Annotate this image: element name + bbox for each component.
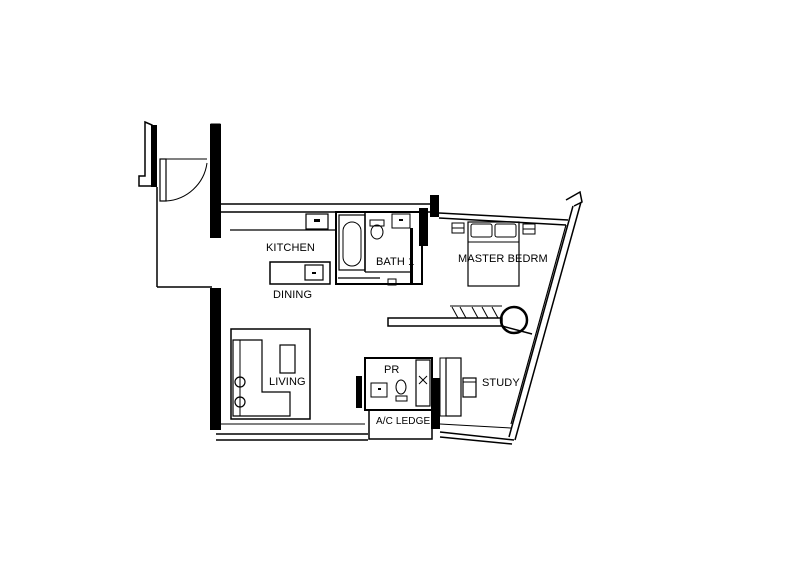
room-label-pr: PR — [384, 364, 399, 376]
room-label-living: LIVING — [269, 376, 306, 388]
room-label-ac-ledge: A/C LEDGE — [376, 416, 430, 427]
study-wall — [431, 378, 440, 429]
room-label-master-bedroom: MASTER BEDRM — [458, 253, 548, 265]
bath-1 — [335, 211, 423, 286]
wardrobe — [387, 305, 503, 327]
kitchen-top-wall — [221, 203, 430, 213]
bath-bedroom-wall — [419, 208, 428, 246]
room-label-kitchen: KITCHEN — [266, 242, 315, 254]
island-sink — [304, 264, 324, 281]
study — [445, 357, 477, 417]
bottom-walls — [216, 423, 515, 445]
column-bath — [430, 195, 439, 217]
room-label-bath-1: BATH 1 — [376, 256, 414, 268]
toilet-icon — [369, 219, 385, 240]
column-wall-upper — [210, 124, 221, 238]
bed-icon — [467, 221, 520, 287]
kitchen-island — [269, 261, 331, 285]
entrance-wall-left — [138, 120, 153, 187]
kitchen-counter-top — [230, 213, 336, 231]
column-wall-lower — [210, 288, 221, 430]
basin-icon — [391, 213, 411, 229]
entrance-jamb — [151, 125, 157, 187]
room-label-study: STUDY — [482, 377, 520, 389]
pr-toilet-icon — [395, 379, 408, 402]
entrance-door — [159, 158, 208, 202]
entrance-area — [138, 120, 212, 288]
facade — [508, 190, 583, 441]
sofa-icon — [232, 339, 291, 417]
room-label-dining: DINING — [273, 289, 312, 301]
round-column — [499, 305, 529, 335]
living — [230, 328, 311, 420]
bathtub-basin — [342, 221, 362, 267]
side-table — [279, 344, 296, 374]
study-chair — [462, 377, 477, 398]
master-bedroom — [387, 212, 569, 335]
pr-basin-icon — [370, 382, 388, 398]
study-desk — [445, 357, 462, 417]
